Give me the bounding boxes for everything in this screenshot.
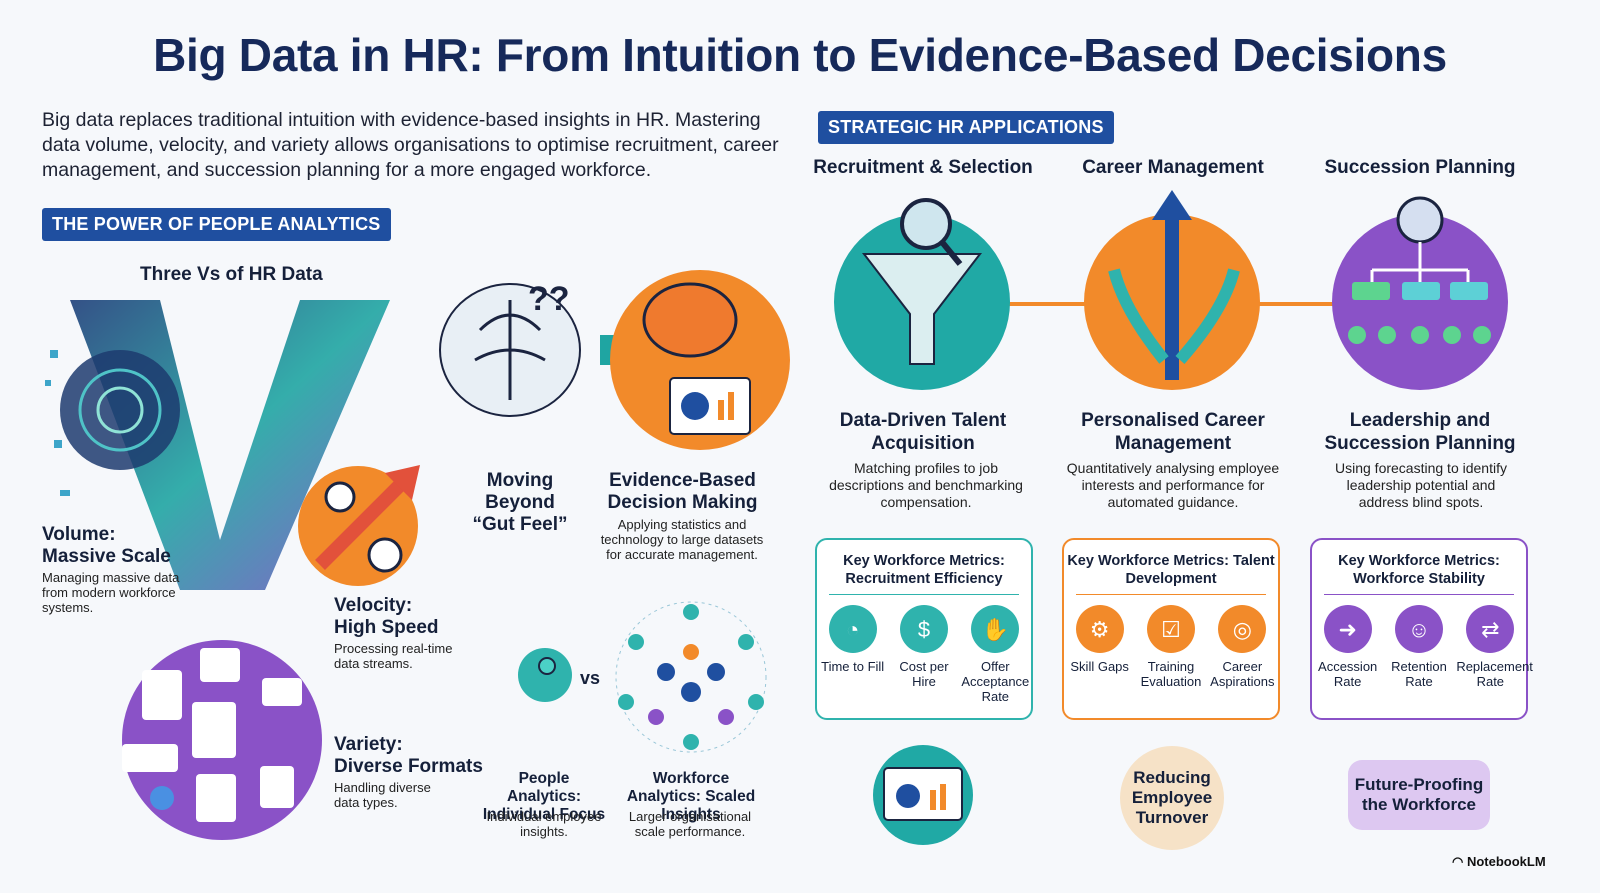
group-icon: ☺ <box>1394 605 1443 653</box>
metric-accession-rate: ➜Accession Rate <box>1314 605 1382 689</box>
moving-beyond-title: Moving Beyond “Gut Feel” <box>472 470 568 535</box>
metrics-title: Key Workforce Metrics: Talent Developmen… <box>1067 553 1275 587</box>
metric-career-aspirations: ◎Career Aspirations <box>1208 605 1276 689</box>
target-icon: ◎ <box>1218 605 1267 653</box>
people-analytics-title: People Analytics: Individual Focus <box>482 770 606 823</box>
desc-recruitment: Matching profiles to job descriptions an… <box>829 460 1023 510</box>
diverging-arrows-icon <box>1108 190 1240 380</box>
dashboard-icon <box>883 767 963 821</box>
volume-title: Volume: Massive Scale <box>42 524 171 567</box>
section-label-people-analytics: THE POWER OF PEOPLE ANALYTICS <box>42 208 391 241</box>
notebooklm-logo-icon: ◠ <box>1452 854 1467 869</box>
volume-desc: Managing massive data from modern workfo… <box>42 570 180 615</box>
metric-offer-acceptance: ✋Offer Acceptance Rate <box>961 605 1029 704</box>
three-vs-title: Three Vs of HR Data <box>140 264 323 285</box>
subtitle-recruitment: Data-Driven Talent Acquisition <box>839 410 1007 454</box>
evidence-desc: Applying statistics and technology to la… <box>600 517 764 562</box>
evidence-title: Evidence-Based Decision Making <box>607 470 758 513</box>
vs-label: vs <box>580 668 601 688</box>
desc-career: Quantitatively analysing employee intere… <box>1066 460 1280 510</box>
metrics-box-career: Key Workforce Metrics: Talent Developmen… <box>1062 538 1280 720</box>
metric-time-to-fill: ◔Time to Fill <box>819 605 887 704</box>
clipboard-icon: ☑ <box>1146 605 1195 653</box>
subtitle-succession: Leadership and Succession Planning <box>1324 410 1516 454</box>
metric-training-evaluation: ☑Training Evaluation <box>1137 605 1205 689</box>
metrics-title: Key Workforce Metrics: Recruitment Effic… <box>843 553 1005 587</box>
clock-icon: ◔ <box>828 605 877 653</box>
metric-retention-rate: ☺Retention Rate <box>1385 605 1453 689</box>
metric-cost-per-hire: $Cost per Hire <box>890 605 958 704</box>
funnel-magnifier-icon <box>861 198 983 365</box>
workforce-analytics-desc: Larger organisational scale performance. <box>628 809 752 839</box>
heading-succession: Succession Planning <box>1324 157 1516 178</box>
heading-recruitment: Recruitment & Selection <box>813 157 1033 178</box>
footer-future-proofing: Future-Proofing the Workforce <box>1348 760 1490 830</box>
footer-reducing-turnover: Reducing Employee Turnover <box>1120 746 1224 850</box>
velocity-title: Velocity: High Speed <box>334 595 439 638</box>
metrics-title: Key Workforce Metrics: Workforce Stabili… <box>1338 553 1500 587</box>
metric-replacement-rate: ⇄Replacement Rate <box>1456 605 1533 689</box>
metric-skill-gaps: ⚙Skill Gaps <box>1066 605 1134 689</box>
people-analytics-desc: Individual employee insights. <box>486 809 602 839</box>
gear-icon: ⚙ <box>1075 605 1124 653</box>
money-icon: $ <box>899 605 948 653</box>
workforce-analytics-title: Workforce Analytics: Scaled Insights <box>626 770 756 823</box>
three-vs-graphic <box>45 300 390 590</box>
workforce-network-icon <box>615 601 767 753</box>
intro-paragraph: Big data replaces traditional intuition … <box>42 109 779 181</box>
subtitle-career: Personalised Career Management <box>1081 410 1265 454</box>
section-label-strategic: STRATEGIC HR APPLICATIONS <box>818 111 1114 144</box>
heading-career: Career Management <box>1082 157 1264 178</box>
velocity-arrow-icon <box>315 465 420 573</box>
brand-label: ◠ NotebookLM <box>1452 854 1546 869</box>
variety-desc: Handling diverse data types. <box>334 780 431 810</box>
variety-title: Variety: Diverse Formats <box>334 734 483 777</box>
page-title: Big Data in HR: From Intuition to Eviden… <box>153 29 1447 81</box>
data-types-icon <box>122 648 302 822</box>
svg-text:??: ?? <box>528 280 570 318</box>
brain-transition-graphic: ?? <box>439 270 790 450</box>
metrics-box-recruitment: Key Workforce Metrics: Recruitment Effic… <box>815 538 1033 720</box>
handshake-icon: ✋ <box>971 605 1020 653</box>
velocity-desc: Processing real-time data streams. <box>334 641 453 671</box>
org-chart-icon <box>1348 196 1491 344</box>
swap-person-icon: ⇄ <box>1466 605 1515 653</box>
metrics-box-succession: Key Workforce Metrics: Workforce Stabili… <box>1310 538 1533 720</box>
enter-icon: ➜ <box>1323 605 1372 653</box>
desc-succession: Using forecasting to identify leadership… <box>1335 460 1507 510</box>
